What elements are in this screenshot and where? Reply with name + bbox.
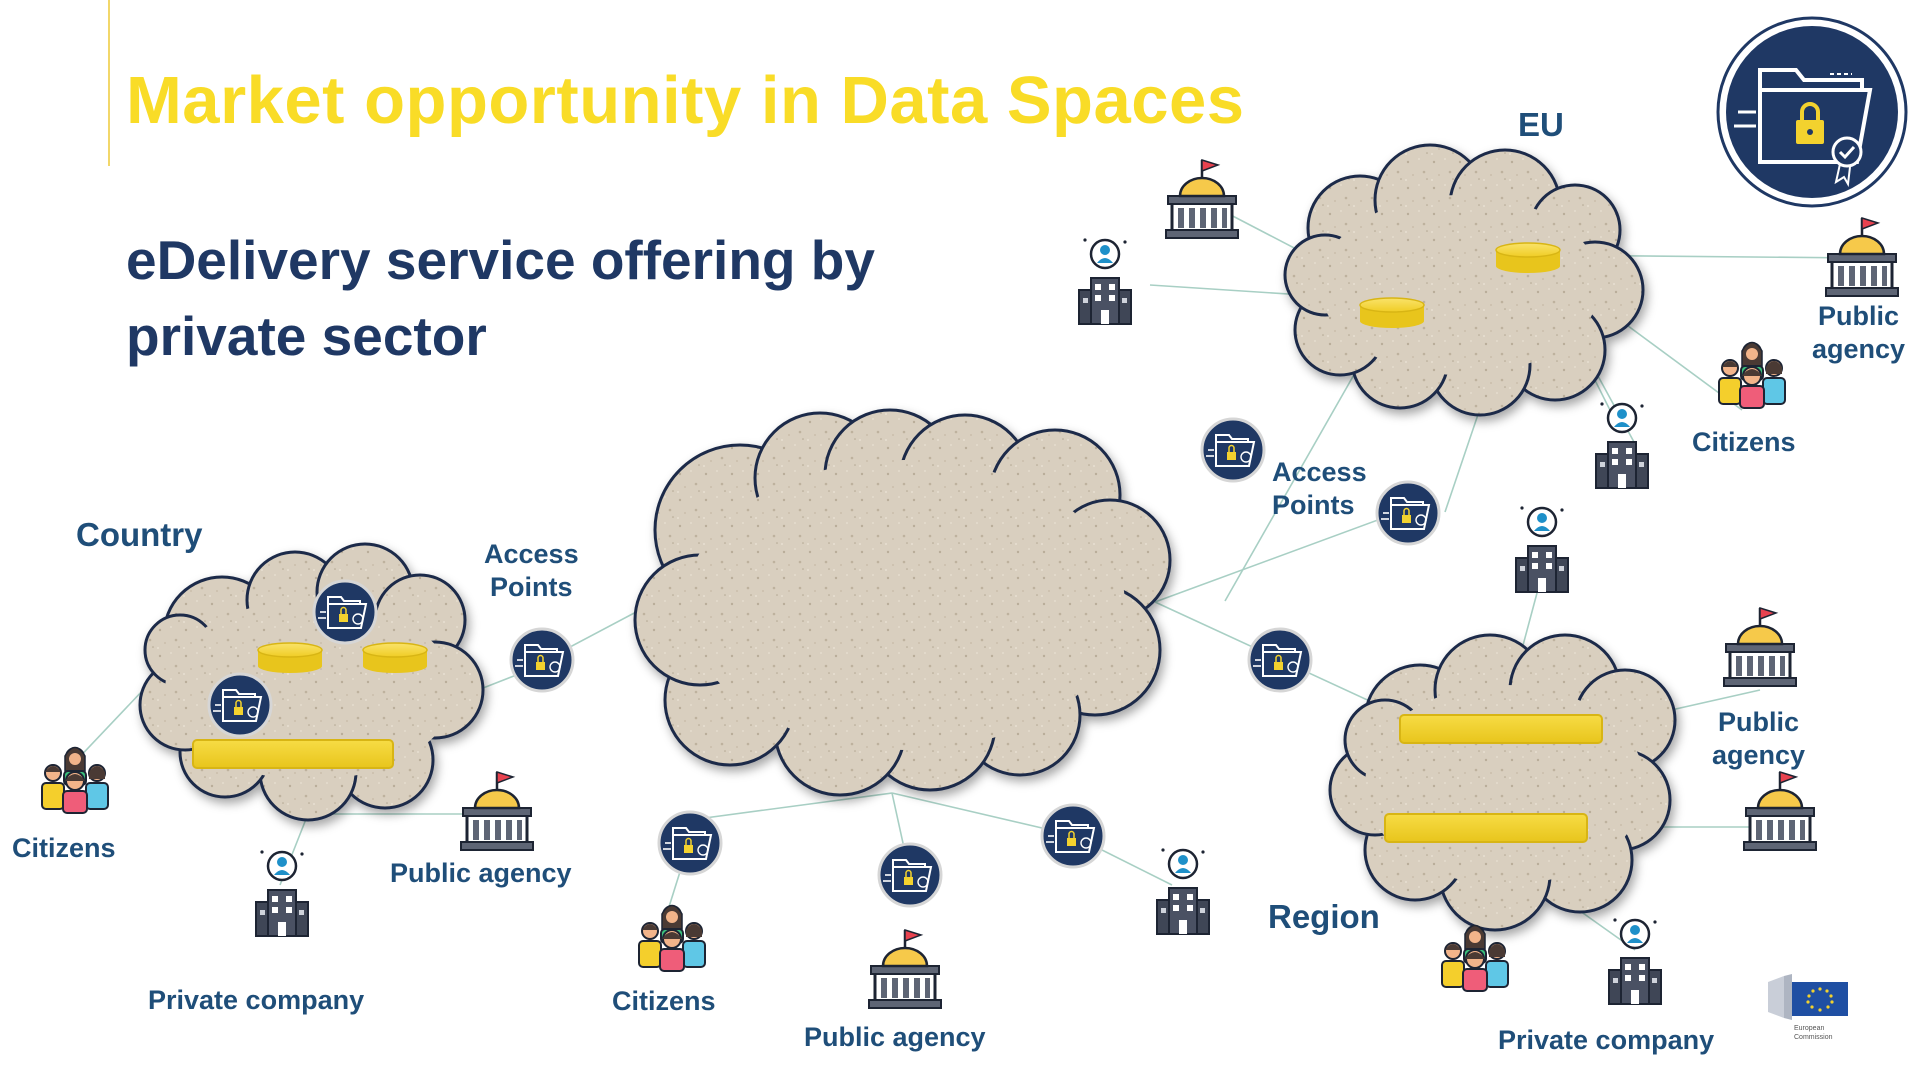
access-point-icon <box>1040 803 1106 869</box>
region-label-eu: EU <box>1518 106 1564 143</box>
country-database-icon <box>257 642 323 674</box>
government-building-icon <box>1164 158 1240 240</box>
access-point-icon <box>509 627 575 693</box>
country-cloud <box>138 542 485 822</box>
access-point-icon <box>207 672 273 738</box>
center-citizens-label: Citizens <box>612 986 716 1016</box>
government-building-icon <box>1742 770 1818 852</box>
company-building-icon <box>1077 237 1133 326</box>
access-point-icon <box>657 810 723 876</box>
access-point-icon <box>877 842 943 908</box>
citizens-group-icon <box>1718 341 1786 409</box>
access-points-label-right: Access Points <box>1272 457 1367 520</box>
company-building-icon <box>1607 917 1663 1006</box>
region-public-agency-label: Public agency <box>1712 707 1806 770</box>
access-point-icon <box>1247 627 1313 693</box>
title-divider <box>108 0 110 166</box>
access-points-label-left: Access Points <box>484 539 579 602</box>
eu-database-icon <box>1495 242 1561 274</box>
country-citizens-label: Citizens <box>12 833 116 863</box>
government-building-icon <box>459 770 535 852</box>
country-bus-bar <box>192 739 394 769</box>
region-bus-bar <box>1399 714 1603 744</box>
country-database-icon <box>362 642 428 674</box>
european-commission-logo: European Commission <box>1768 974 1848 1041</box>
company-building-icon <box>1514 505 1570 594</box>
access-point-icon <box>1200 417 1266 483</box>
subtitle-line-1: eDelivery service offering by <box>126 229 875 291</box>
secure-folder-badge-icon <box>1716 16 1908 208</box>
region-private-company-label: Private company <box>1498 1025 1715 1055</box>
page-subtitle: eDelivery service offering by private se… <box>126 222 875 374</box>
company-building-icon <box>1155 847 1211 936</box>
eu-database-icon <box>1359 297 1425 329</box>
eu-citizens-label: Citizens <box>1692 427 1796 457</box>
company-building-icon <box>254 849 310 938</box>
government-building-icon <box>1722 606 1798 688</box>
citizens-group-icon <box>1441 924 1509 992</box>
citizens-group-icon <box>638 904 706 972</box>
eu-public-agency-label: Public agency <box>1812 301 1906 364</box>
government-building-icon <box>867 928 943 1010</box>
access-point-icon <box>1375 480 1441 546</box>
country-public-agency-label: Public agency <box>390 858 572 888</box>
eu-cloud <box>1283 143 1645 417</box>
region-label-country: Country <box>76 516 203 553</box>
citizens-group-icon <box>41 746 109 814</box>
subtitle-line-2: private sector <box>126 305 487 367</box>
central-cloud <box>633 408 1172 797</box>
government-building-icon <box>1824 216 1900 298</box>
page-title: Market opportunity in Data Spaces <box>126 63 1245 138</box>
ec-logo-text-1: European <box>1794 1025 1824 1032</box>
ec-logo-text-2: Commission <box>1794 1034 1833 1041</box>
region-label-region: Region <box>1268 898 1380 935</box>
region-bus-bar <box>1384 813 1588 843</box>
company-building-icon <box>1594 401 1650 490</box>
center-public-agency-label: Public agency <box>804 1022 986 1052</box>
region-cloud <box>1328 633 1677 932</box>
access-point-icon <box>312 579 378 645</box>
country-private-company-label: Private company <box>148 985 365 1015</box>
